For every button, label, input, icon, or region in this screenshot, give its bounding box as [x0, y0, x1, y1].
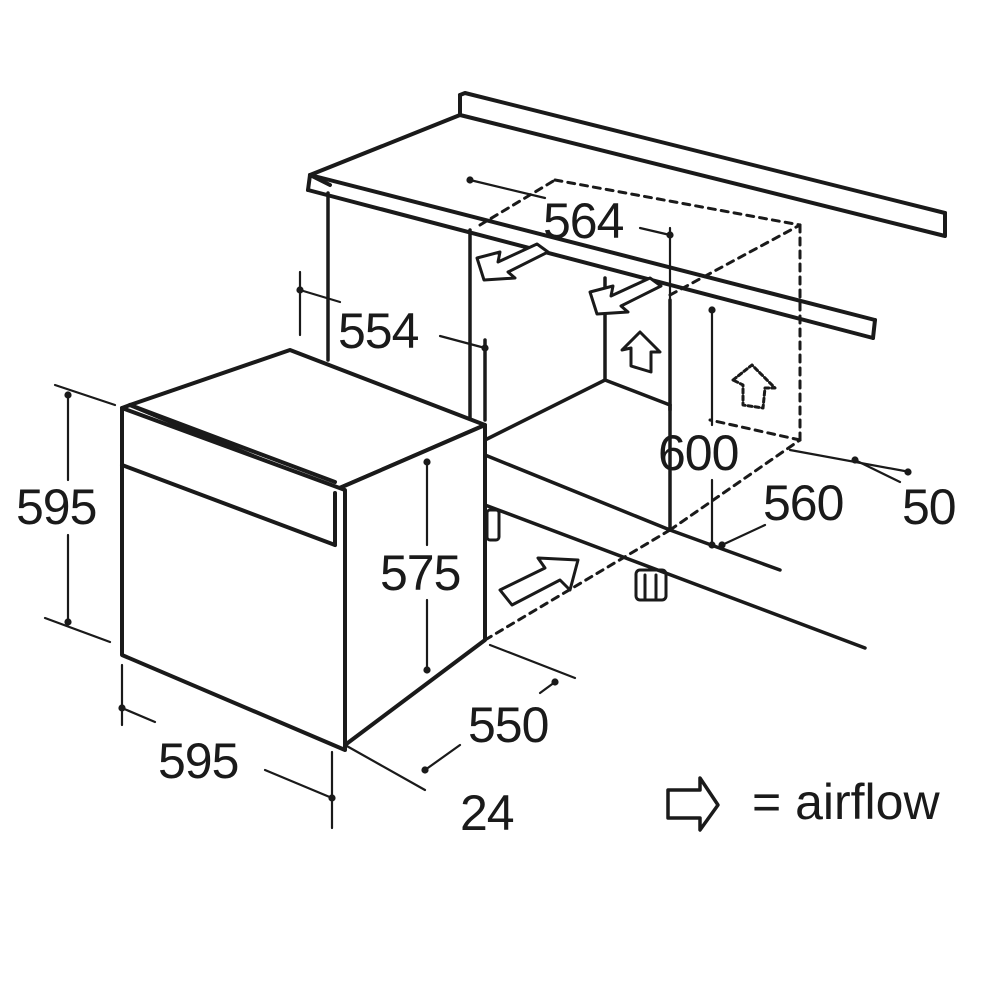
dim-niche-height: 600 [658, 425, 739, 481]
dim-oven-width: 595 [158, 733, 239, 789]
dim-rear-gap: 50 [902, 479, 957, 535]
dim-front-panel: 24 [460, 785, 515, 841]
worktop [306, 91, 947, 340]
cabinet-feet [485, 508, 668, 602]
niche-dashed-outline [478, 178, 802, 642]
dimension-lines [43, 176, 912, 830]
dim-oven-depth: 550 [468, 697, 549, 753]
airflow-arrows [475, 242, 777, 607]
dim-niche-depth: 560 [763, 475, 844, 531]
dim-oven-depth-body: 554 [338, 303, 419, 359]
airflow-arrow-icon [666, 776, 720, 832]
dim-niche-width: 564 [543, 193, 624, 249]
legend-airflow-label: = airflow [752, 774, 940, 830]
dim-oven-height: 595 [16, 479, 97, 535]
dim-oven-body-height: 575 [380, 545, 461, 601]
oven [120, 348, 487, 752]
